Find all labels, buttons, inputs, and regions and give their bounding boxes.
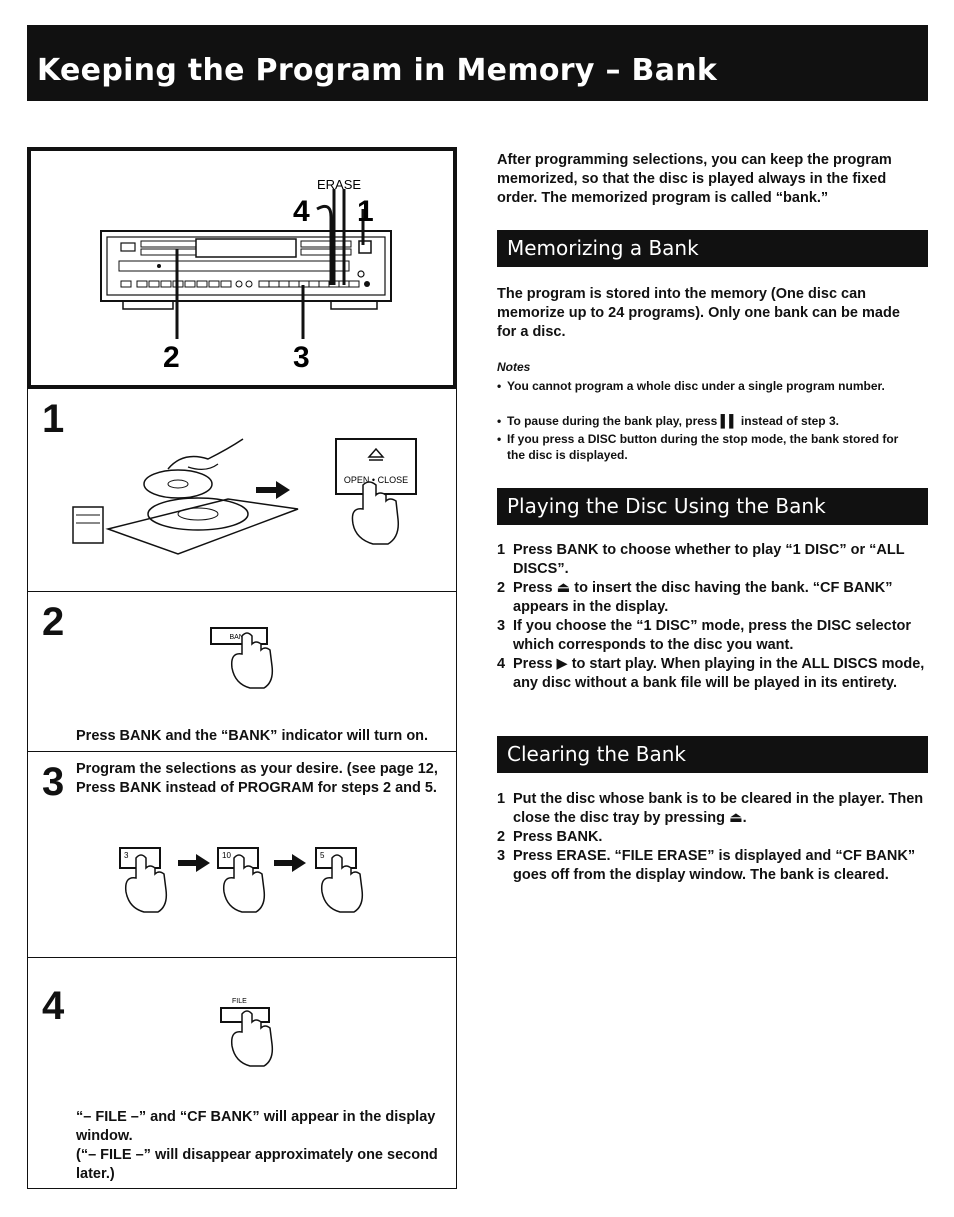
pressing-hand-icon	[124, 854, 168, 913]
button-3[interactable]: 3	[119, 847, 168, 913]
button-10-label: 10	[222, 851, 231, 860]
memorizing-heading-bar: Memorizing a Bank	[497, 230, 928, 267]
pressing-hand-icon	[320, 854, 364, 913]
note-item: If you press a DISC button during the st…	[497, 431, 917, 463]
bank-button-label: BANK	[229, 634, 248, 641]
file-button-label: FILE	[232, 998, 247, 1005]
button-10[interactable]: 10	[217, 847, 266, 913]
bank-button-illustration: BANK	[210, 627, 274, 689]
memorizing-body: The program is stored into the memory (O…	[497, 286, 900, 340]
step-3-panel: 3 Program the selections as your desire.…	[28, 751, 456, 957]
step-3-text: Program the selections as your desire. (…	[76, 761, 438, 796]
open-close-label: OPEN • CLOSE	[344, 475, 408, 485]
disc-tray-illustration: OPEN • CLOSE	[72, 438, 417, 555]
arrow-icon	[274, 854, 306, 872]
step-4-number: 4	[42, 984, 65, 1028]
file-button-illustration: FILE	[220, 998, 274, 1067]
selection-buttons-illustration: 3 10 5	[119, 847, 364, 913]
step-2-number: 2	[42, 600, 65, 644]
clearing-heading-bar: Clearing the Bank	[497, 736, 928, 773]
note-item: To pause during the bank play, press ▌▌ …	[497, 413, 917, 429]
button-3-label: 3	[124, 851, 129, 860]
title-bar: Keeping the Program in Memory – Bank	[27, 25, 928, 101]
playing-heading: Playing the Disc Using the Bank	[507, 494, 826, 518]
intro-paragraph: After programming selections, you can ke…	[497, 152, 892, 206]
arrow-icon	[178, 854, 210, 872]
arrow-icon	[256, 481, 290, 499]
step-4-text-2: (“– FILE –” will disappear approximately…	[76, 1147, 438, 1182]
callout-4: 4	[293, 195, 310, 228]
step-2-text: Press BANK and the “BANK” indicator will…	[76, 728, 429, 744]
bank-button[interactable]	[210, 627, 268, 645]
step-4-panel: 4 FILE “– FILE –” and “CF BANK” will app…	[28, 957, 456, 1190]
step-4-text-1: “– FILE –” and “CF BANK” will appear in …	[76, 1109, 436, 1144]
button-5[interactable]: 5	[315, 847, 364, 913]
player-figure-panel: ERASE 4 1 2 3	[28, 148, 456, 388]
player-body	[100, 230, 392, 302]
callout-1: 1	[357, 195, 374, 228]
page-title: Keeping the Program in Memory – Bank	[37, 53, 718, 88]
callout-2: 2	[163, 341, 180, 374]
steps-panel: ERASE 4 1 2 3 1 OPEN	[27, 147, 457, 1189]
playing-heading-bar: Playing the Disc Using the Bank	[497, 488, 928, 525]
clearing-heading: Clearing the Bank	[507, 742, 687, 766]
cd-player-illustration: ERASE 4 1 2 3	[100, 177, 392, 374]
erase-label: ERASE	[317, 177, 361, 192]
pressing-hand-icon	[230, 1010, 274, 1067]
pressing-hand-icon	[230, 632, 274, 689]
step-2-panel: 2 BANK Press BANK and the “BANK” indicat…	[28, 591, 456, 751]
callout-3: 3	[293, 341, 310, 374]
step-1-number: 1	[42, 397, 65, 441]
button-5-label: 5	[320, 851, 325, 860]
pressing-hand-icon	[222, 854, 266, 913]
note-item: You cannot program a whole disc under a …	[497, 378, 917, 394]
eject-icon	[367, 447, 385, 458]
step-3-number: 3	[42, 760, 65, 804]
display-window	[195, 238, 297, 258]
step-1-panel: 1 OPEN • CLOSE	[28, 388, 456, 591]
pressing-hand-icon	[351, 481, 400, 545]
notes-title: Notes	[497, 360, 531, 374]
memorizing-heading: Memorizing a Bank	[507, 236, 699, 260]
